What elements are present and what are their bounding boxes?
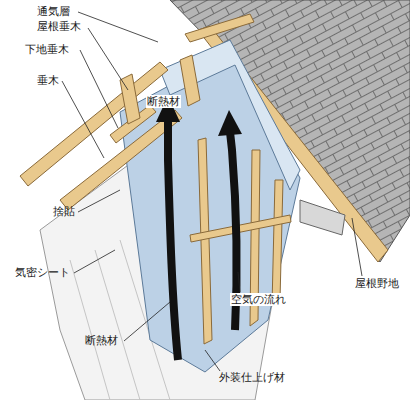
stud	[198, 138, 212, 344]
roof-beam	[185, 14, 254, 42]
rafter	[60, 110, 182, 210]
part-label: 下地垂木	[24, 43, 70, 56]
roof-rafter	[120, 74, 140, 124]
batten	[190, 215, 291, 242]
vent-hood	[300, 200, 345, 235]
part-label: 空気の流れ	[230, 293, 287, 306]
roof-rafter	[180, 55, 200, 106]
stud	[272, 180, 283, 306]
part-label: 垂木	[36, 74, 60, 87]
part-label: 屋根垂木	[36, 20, 82, 33]
leader-lines	[62, 12, 362, 371]
part-label: 断熱材	[146, 95, 181, 108]
part-label: 外装仕上げ材	[218, 371, 286, 384]
part-label: 断熱材	[84, 334, 119, 347]
part-label: 通気層	[36, 5, 71, 18]
insulation-panel	[120, 52, 300, 372]
rafter	[20, 62, 168, 186]
part-label: 屋根野地	[354, 277, 400, 290]
airflow-arrow	[168, 118, 178, 360]
part-label: 捨貼	[52, 205, 76, 218]
part-label: 気密シート	[14, 266, 71, 279]
